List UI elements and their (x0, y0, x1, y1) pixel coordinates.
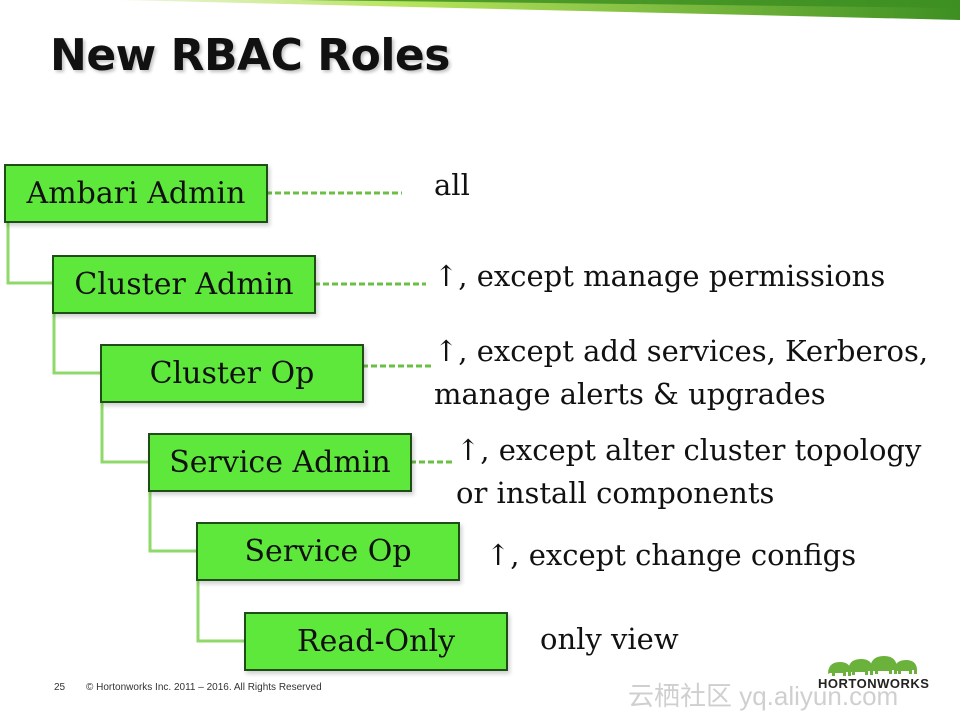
elephant-herd-icon (828, 656, 917, 676)
role-description-cluster-op: ↑, except add services, Kerberos, manage… (434, 334, 929, 411)
role-box-service-admin: Service Admin (148, 433, 412, 492)
tree-connector (100, 402, 150, 464)
watermark: 云栖社区 yq.aliyun.com (628, 681, 899, 711)
top-accent-bar (120, 0, 960, 20)
tree-connector (52, 312, 102, 375)
tree-connector (148, 491, 198, 553)
role-description-read-only: only view (540, 622, 679, 656)
slide-title: New RBAC Roles (50, 30, 450, 81)
hortonworks-logo-text: HORTONWORKS (818, 676, 930, 691)
role-description-cluster-admin: ↑, except manage permissions (434, 259, 886, 293)
role-description-ambari-admin: all (434, 168, 470, 202)
role-box-service-op: Service Op (196, 522, 460, 581)
role-box-ambari-admin: Ambari Admin (4, 164, 268, 223)
tree-connector (196, 580, 246, 643)
tree-connector (6, 222, 54, 285)
page-number: 25 (54, 682, 66, 693)
copyright-notice: © Hortonworks Inc. 2011 – 2016. All Righ… (86, 682, 322, 693)
role-description-service-op: ↑, except change configs (486, 538, 857, 572)
role-box-cluster-admin: Cluster Admin (52, 255, 316, 314)
role-box-read-only: Read-Only (244, 612, 508, 671)
role-description-service-admin: ↑, except alter cluster topology or inst… (456, 433, 922, 510)
role-box-cluster-op: Cluster Op (100, 344, 364, 403)
